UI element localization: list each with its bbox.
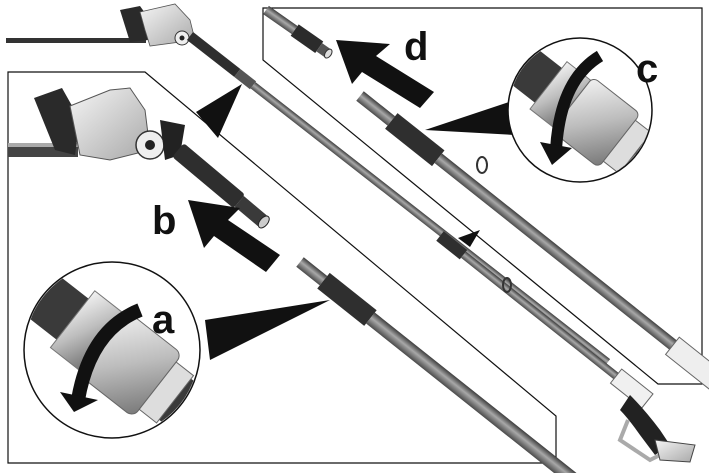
pole-lower — [296, 257, 602, 473]
pole-extension-d — [263, 5, 333, 59]
callout-pointer-mid — [458, 230, 480, 247]
pole-middle — [436, 231, 654, 409]
step-label-a: a — [152, 298, 175, 342]
step-label-d: d — [404, 25, 428, 69]
panel-upper-section — [262, 5, 709, 412]
step-label-b: b — [152, 199, 176, 243]
detail-circle-c — [425, 37, 653, 183]
trimmer-overview — [6, 3, 611, 366]
pole-upper — [356, 91, 709, 412]
arrow-d — [336, 40, 434, 108]
strap-ring-lower — [502, 277, 512, 293]
step-label-c: c — [636, 47, 658, 91]
detail-circle-a — [23, 261, 330, 439]
trimmer-head — [8, 87, 270, 229]
arrow-b — [188, 200, 280, 272]
handle-grip — [617, 395, 696, 463]
callout-pointer-top — [196, 84, 242, 138]
strap-ring-upper — [476, 156, 488, 174]
panel-lower-section — [7, 71, 602, 473]
